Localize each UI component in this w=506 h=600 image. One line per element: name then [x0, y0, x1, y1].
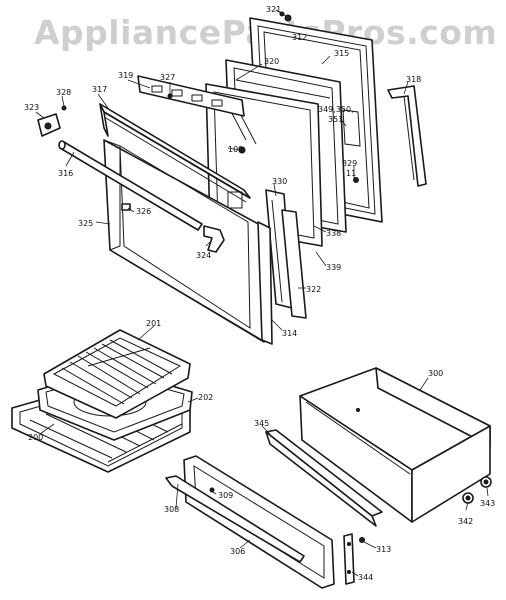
door-hinge-strip: [387, 85, 427, 187]
label-306: 306: [230, 547, 245, 556]
label-313: 313: [376, 545, 391, 554]
label-309: 309: [218, 491, 233, 500]
label-330: 330: [272, 177, 287, 186]
label-323: 323: [24, 103, 39, 112]
label-201: 201: [146, 319, 161, 328]
label-338: 338: [326, 229, 341, 238]
label-320: 320: [264, 57, 279, 66]
door-rod-316: [58, 140, 203, 231]
door-inner-liner: [99, 103, 251, 209]
label-325: 325: [78, 219, 93, 228]
leader-lines: [35, 9, 489, 577]
label-327: 327: [160, 73, 175, 82]
broiler-grid-201: [43, 329, 191, 419]
part-labels: 321 312 315 318 320 319 327 317 328 323 …: [24, 5, 495, 582]
label-315: 315: [334, 49, 349, 58]
door-side-channel-322: [281, 209, 307, 319]
label-328: 328: [56, 88, 71, 97]
label-200: 200: [28, 433, 43, 442]
label-349-350: 349,350,: [318, 105, 354, 114]
label-109: 109: [228, 145, 243, 154]
label-322: 322: [306, 285, 321, 294]
label-308: 308: [164, 505, 179, 514]
storage-drawer-300: [299, 367, 491, 523]
door-hardware: [37, 11, 292, 253]
label-317: 317: [92, 85, 107, 94]
label-324: 324: [196, 251, 211, 260]
label-202: 202: [198, 393, 213, 402]
label-343: 343: [480, 499, 495, 508]
door-handle-trim: [137, 75, 245, 117]
label-314: 314: [282, 329, 297, 338]
drawer-trim-308: [165, 475, 305, 563]
drawer-slide-344: [343, 533, 365, 585]
label-300: 300: [428, 369, 443, 378]
label-339: 339: [326, 263, 341, 272]
leveling-legs: [462, 476, 492, 504]
label-318: 318: [406, 75, 421, 84]
label-344: 344: [358, 573, 373, 582]
drawer-rail-345: [265, 429, 383, 527]
label-342: 342: [458, 517, 473, 526]
label-351: 351: [328, 115, 343, 124]
label-11: 11: [346, 169, 356, 178]
label-319: 319: [118, 71, 133, 80]
label-316: 316: [58, 169, 73, 178]
label-312: 312: [292, 33, 307, 42]
label-321: 321: [266, 5, 281, 14]
label-329: 329: [342, 159, 357, 168]
label-345: 345: [254, 419, 269, 428]
label-326: 326: [136, 207, 151, 216]
